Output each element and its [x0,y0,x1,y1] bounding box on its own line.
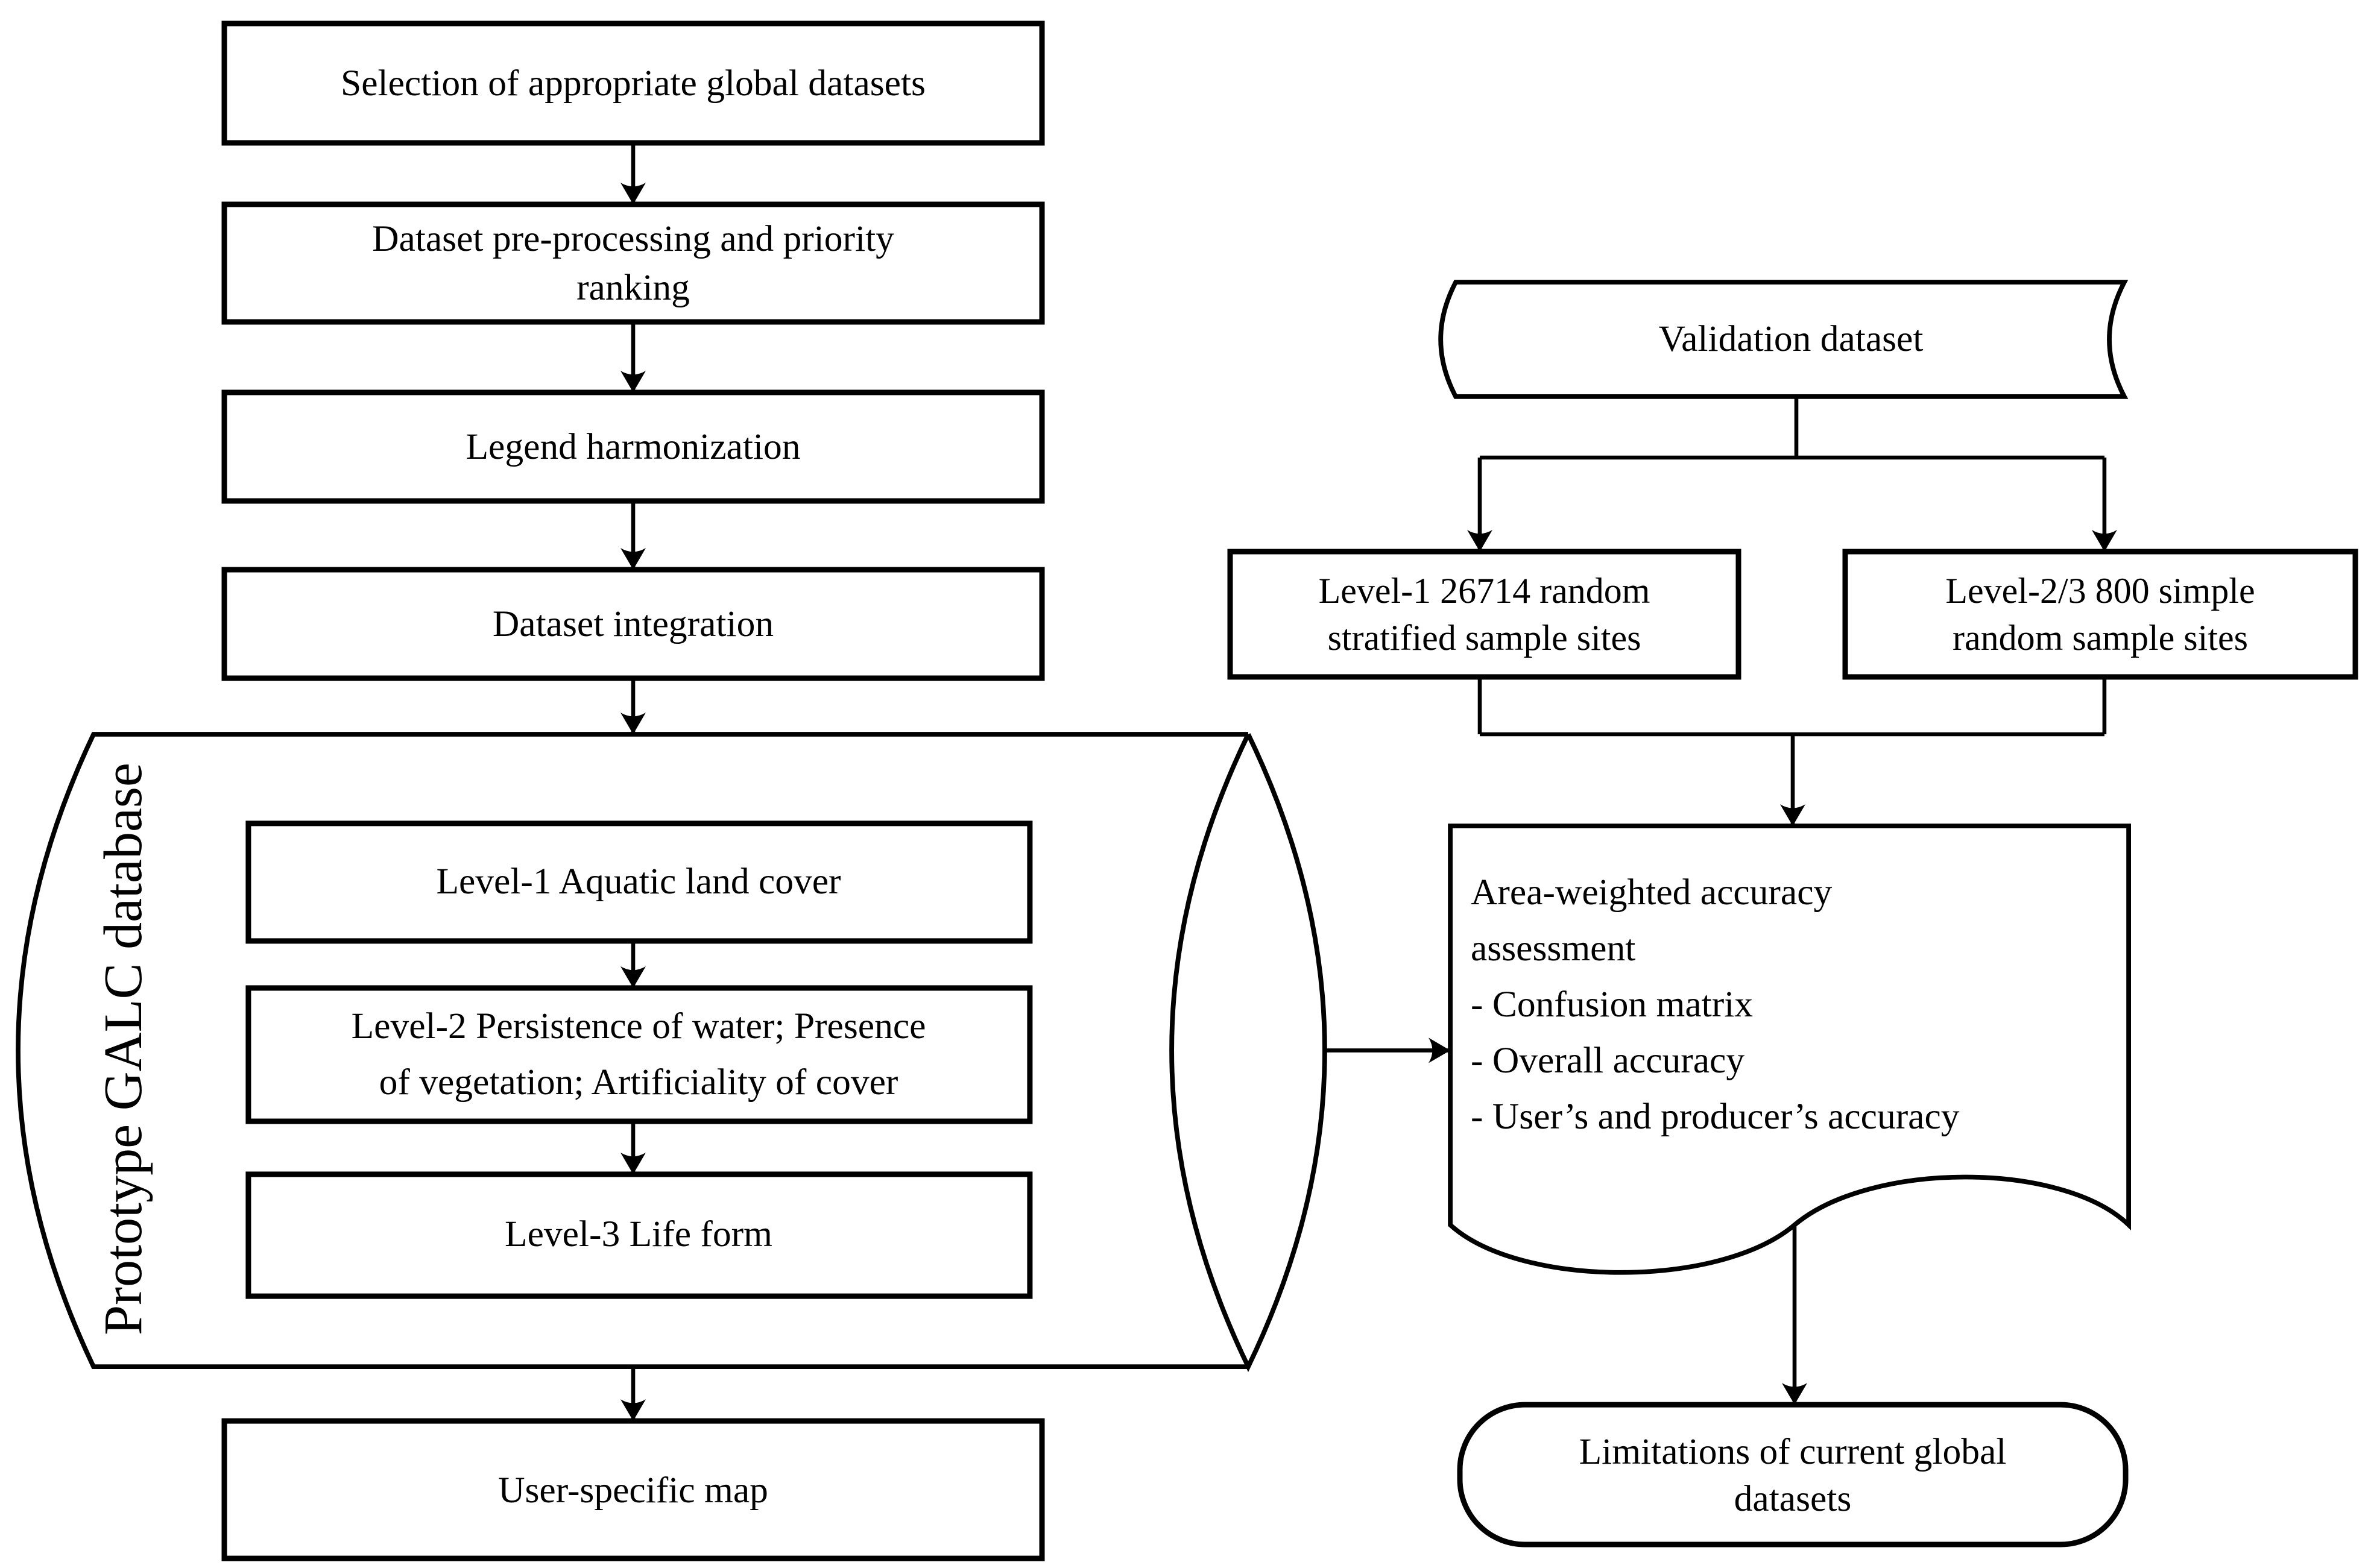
limitations-box-label: Limitations of current global datasets [1460,1405,2126,1544]
sample-level1-box-label: Level-1 26714 random stratified sample s… [1230,552,1738,676]
assessment-item-confusion-matrix: - Confusion matrix [1471,984,1754,1025]
preprocessing-line1: Dataset pre-processing and priority [372,218,894,259]
sample-level1-line1: Level-1 26714 random [1318,570,1650,611]
level3-box-label: Level-3 Life form [505,1214,772,1255]
sample-level1-line2: stratified sample sites [1327,617,1641,658]
sample-level23-line1: Level-2/3 800 simple [1945,570,2255,611]
assessment-title-line1: Area-weighted accuracy [1471,872,1833,913]
preprocessing-line2: ranking [576,266,690,308]
legend-box-label: Legend harmonization [466,426,801,467]
validation-dataset-shape [1438,280,2129,399]
level1-box-shape [245,820,1033,944]
integration-box-label: Dataset integration [492,603,774,644]
sample-level23-line2: random sample sites [1953,617,2248,658]
limitations-line2: datasets [1734,1478,1852,1519]
limitations-box-shape [1457,1402,2129,1548]
selection-box-label: Selection of appropriate global datasets [340,62,926,104]
database-cylinder-label: Prototype GALC database [93,763,153,1335]
sample-level1-box-shape [1227,549,1741,680]
user-map-box-label: User-specific map [498,1469,768,1511]
assessment-item-overall-accuracy: - Overall accuracy [1471,1040,1745,1081]
level1-box-label: Level-1 Aquatic land cover [436,861,841,902]
level2-line2: of vegetation; Artificiality of cover [379,1062,898,1103]
sample-level23-box-label: Level-2/3 800 simple random sample sites [1845,552,2355,676]
database-cylinder-body [16,732,1248,1369]
assessment-title-line2: assessment [1471,928,1636,969]
sample-level23-box-shape [1842,549,2358,680]
user-map-box-shape [221,1418,1045,1561]
validation-dataset-label: Validation dataset [1658,318,1924,359]
limitations-line1: Limitations of current global [1579,1431,2007,1472]
assessment-item-users-producers-accuracy: - User’s and producer’s accuracy [1471,1096,1960,1137]
assessment-document-text: Area-weighted accuracy assessment - Conf… [1471,864,2115,1145]
database-cylinder-lens [1169,733,1327,1373]
preprocessing-box-label: Dataset pre-processing and priority rank… [224,204,1042,322]
assessment-document-shape [1448,823,2131,1275]
level2-box-label: Level-2 Persistence of water; Presence o… [248,987,1029,1121]
level2-line1: Level-2 Persistence of water; Presence [351,1006,926,1047]
